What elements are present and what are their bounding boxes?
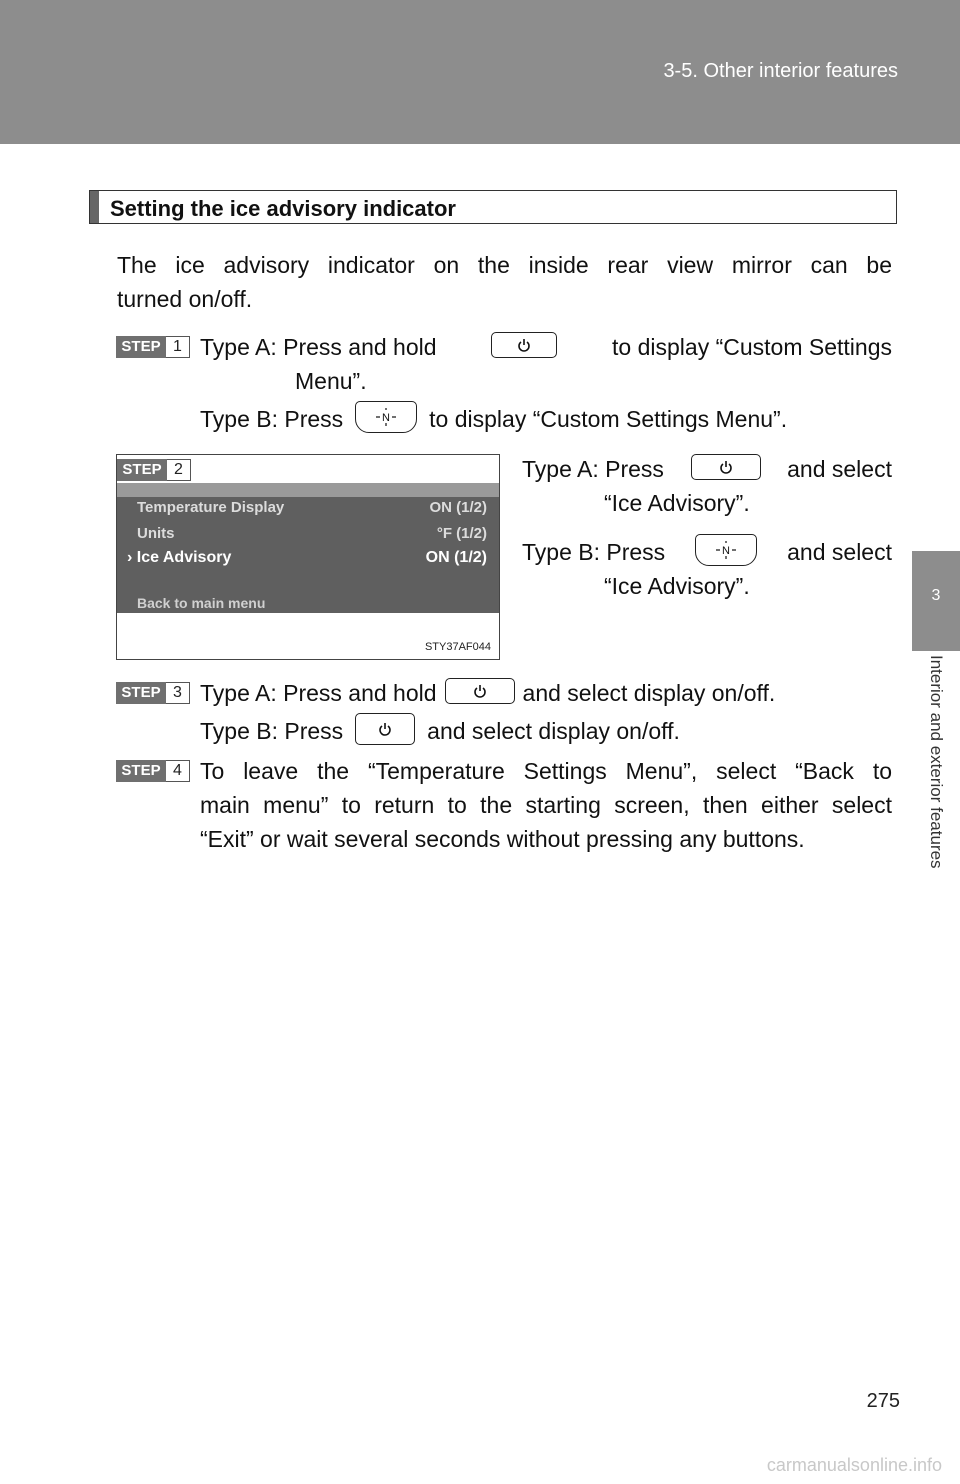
power-button-icon <box>444 678 515 704</box>
header-section-title: 3-5. Other interior features <box>663 60 898 82</box>
step-3-a-post: and select display on/off. <box>522 680 776 706</box>
power-button-icon <box>355 713 416 745</box>
screen-top-strip <box>117 483 499 497</box>
watermark: carmanualsonline.info <box>766 1455 942 1475</box>
step-1-a-cont: Menu”. <box>295 368 367 394</box>
step-2-type-b: Type B: Press N and select <box>522 534 892 569</box>
intro-line-2: turned on/off. <box>117 286 253 312</box>
step-3-type-b: Type B: Press and select display on/off. <box>200 713 680 748</box>
step-label: STEP <box>116 760 166 782</box>
step-1-a-post: to display “Custom Settings <box>612 334 892 360</box>
menu-row-label: › Ice Advisory <box>127 549 232 566</box>
step-1-type-b: Type B: Press N to display “Custom Setti… <box>200 401 788 436</box>
compass-button-icon: N <box>355 401 418 433</box>
step-2-a-post: and select <box>787 456 892 482</box>
step-4-badge: STEP 4 <box>116 760 192 782</box>
menu-row-units: Units °F (1/2) <box>137 525 487 542</box>
step-3-a-pre: Type A: Press and hold <box>200 680 437 706</box>
menu-row-value: °F (1/2) <box>436 525 487 542</box>
figure-code: STY37AF044 <box>424 641 491 653</box>
step-2-type-a: Type A: Press and select <box>522 452 892 486</box>
compass-icon: N <box>376 408 397 426</box>
heading-bar <box>90 191 99 223</box>
page-number: 275 <box>866 1390 900 1412</box>
step-label: STEP <box>117 459 167 481</box>
section-heading: Setting the ice advisory indicator <box>89 190 897 224</box>
step-4-line-2: main menu” to return to the starting scr… <box>200 792 892 818</box>
display-figure: STEP 2 Temperature Display ON (1/2) Unit… <box>116 454 500 660</box>
power-icon <box>379 723 391 736</box>
step-3-b-pre: Type B: Press <box>200 718 344 744</box>
step-1-type-a: Type A: Press and hold to display “Custo… <box>200 330 892 364</box>
menu-row-value: ON (1/2) <box>425 549 487 566</box>
step-3-b-post: and select display on/off. <box>427 718 680 744</box>
menu-screen: Temperature Display ON (1/2) Units °F (1… <box>117 497 499 613</box>
step-2-b-cont: “Ice Advisory”. <box>604 573 750 599</box>
step-number: 2 <box>167 459 191 481</box>
step-1-badge: STEP 1 <box>116 336 192 358</box>
step-number: 3 <box>166 682 190 704</box>
power-button-icon <box>491 332 558 358</box>
menu-back-item: Back to main menu <box>137 595 266 611</box>
step-2-badge: STEP 2 <box>117 459 193 481</box>
step-number: 4 <box>166 760 190 782</box>
menu-row-value: ON (1/2) <box>429 499 487 516</box>
power-icon <box>719 461 732 474</box>
step-label: STEP <box>116 682 166 704</box>
page-header: 3-5. Other interior features <box>0 0 960 144</box>
power-button-icon <box>690 454 761 480</box>
step-number: 1 <box>166 336 190 358</box>
step-4-line-3: “Exit” or wait several seconds without p… <box>200 826 805 852</box>
step-1-a-pre: Type A: Press and hold <box>200 334 437 360</box>
chapter-tab: 3 <box>912 551 960 651</box>
step-2-b-pre: Type B: Press <box>522 539 666 565</box>
step-4-line-1: To leave the “Temperature Settings Menu”… <box>200 758 892 784</box>
step-label: STEP <box>116 336 166 358</box>
chapter-label-wrap: Interior and exterior features <box>912 655 960 945</box>
step-3-badge: STEP 3 <box>116 682 192 704</box>
step-2-b-post: and select <box>787 539 892 565</box>
intro-line-1: The ice advisory indicator on the inside… <box>117 252 892 278</box>
step-3-type-a: Type A: Press and hold and select displa… <box>200 676 775 710</box>
menu-row-ice-advisory: › Ice Advisory ON (1/2) <box>127 549 487 567</box>
svg-text:N: N <box>382 412 390 424</box>
menu-row-label: Temperature Display <box>137 499 285 516</box>
power-icon <box>518 339 531 352</box>
step-1-b-pre: Type B: Press <box>200 406 344 432</box>
compass-button-icon: N <box>695 534 758 566</box>
step-2-a-cont: “Ice Advisory”. <box>604 490 750 516</box>
menu-row-temperature: Temperature Display ON (1/2) <box>137 499 487 516</box>
compass-icon: N <box>716 541 737 559</box>
step-2-a-pre: Type A: Press <box>522 456 664 482</box>
step-1-b-post: to display “Custom Settings Menu”. <box>429 406 788 432</box>
chapter-label: Interior and exterior features <box>927 655 946 869</box>
svg-text:N: N <box>722 545 730 557</box>
chapter-number: 3 <box>931 587 941 604</box>
power-icon <box>473 685 486 698</box>
menu-row-label: Units <box>137 525 175 542</box>
section-title: Setting the ice advisory indicator <box>110 196 456 221</box>
